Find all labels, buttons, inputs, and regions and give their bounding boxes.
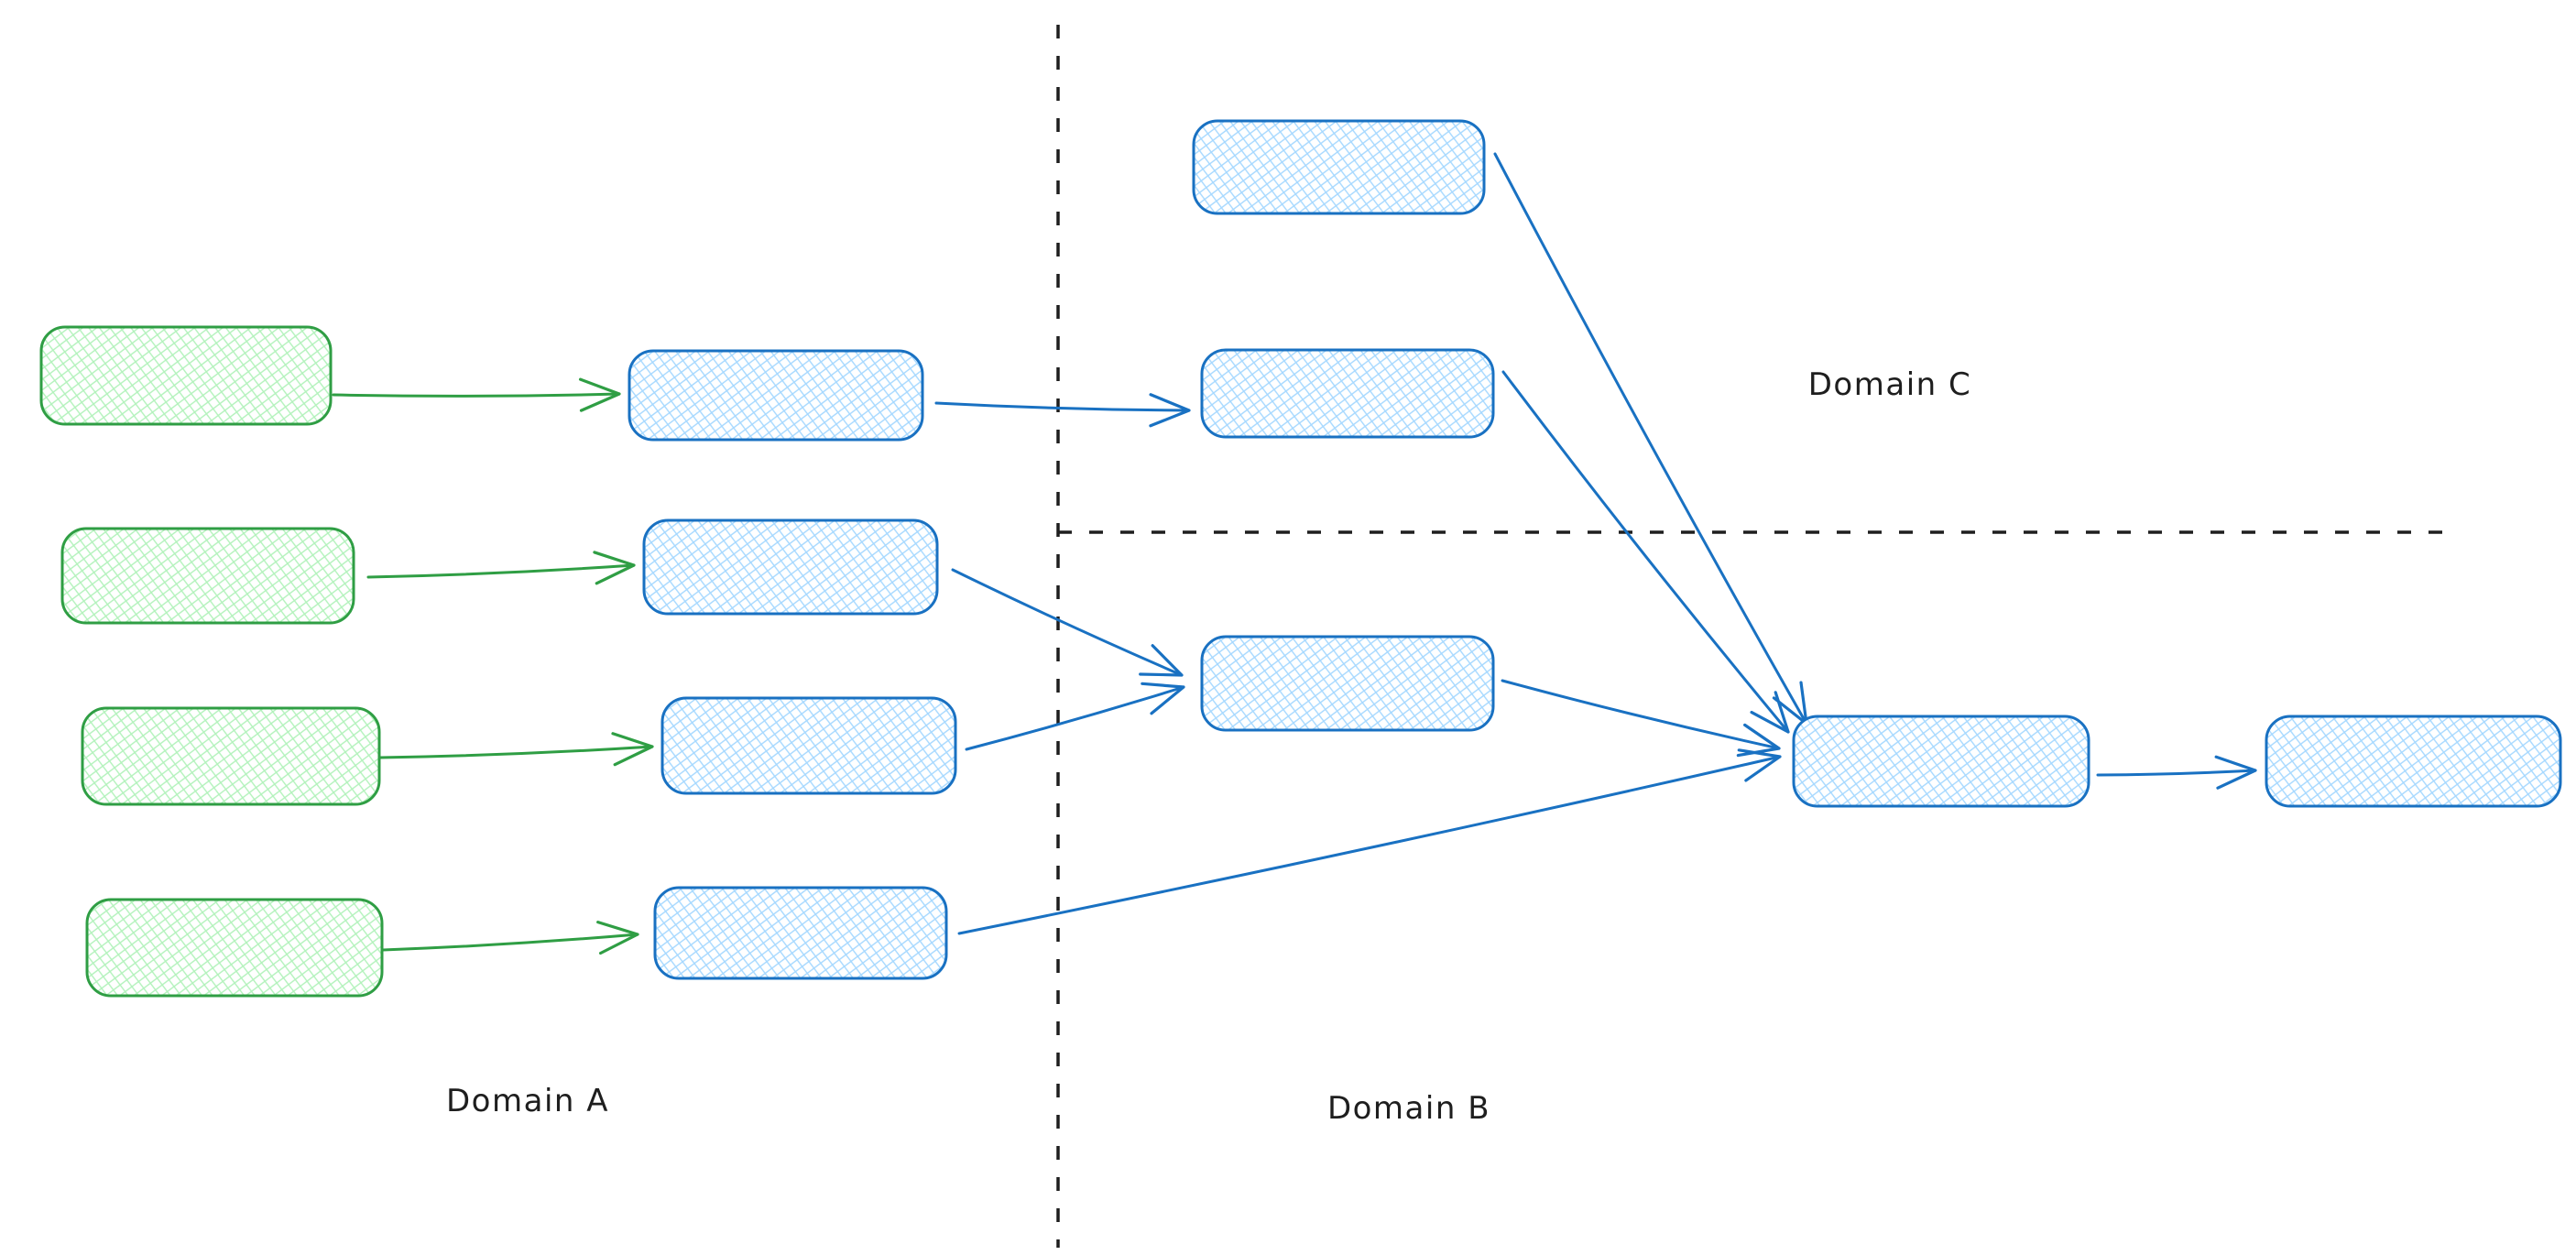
edge-blue-b-lower-to-aggregator [1501, 679, 1781, 758]
domain-c-label: Domain C [1808, 366, 1971, 403]
node-blue-c-top[interactable] [1192, 119, 1486, 215]
node-blue-b-upper[interactable] [1200, 348, 1495, 439]
node-blue-a3[interactable] [660, 696, 957, 795]
labels-layer: Domain A Domain B Domain C [446, 366, 1971, 1127]
node-green-source-1[interactable] [39, 325, 333, 426]
node-blue-a1[interactable] [628, 349, 924, 442]
edge-green-1-to-blue-a1 [332, 377, 621, 412]
node-green-source-3[interactable] [81, 706, 381, 806]
node-green-source-2[interactable] [60, 527, 355, 625]
nodes-layer [39, 119, 2562, 998]
edge-blue-c-top-to-aggregator [1493, 152, 1808, 726]
edge-green-3-to-blue-a3 [378, 732, 654, 767]
edge-green-2-to-blue-a2 [366, 551, 636, 585]
node-blue-output[interactable] [2265, 715, 2562, 808]
edge-blue-b-upper-to-aggregator [1501, 370, 1790, 734]
edge-blue-a3-to-b-lower [965, 682, 1185, 751]
node-blue-aggregator[interactable] [1792, 715, 2090, 808]
node-blue-a4[interactable] [653, 886, 948, 980]
edge-blue-a4-to-aggregator [957, 748, 1782, 935]
domain-b-label: Domain B [1327, 1090, 1490, 1127]
node-blue-b-lower[interactable] [1200, 635, 1495, 732]
edge-green-4-to-blue-a4 [381, 921, 639, 955]
edges-layer [332, 152, 2257, 955]
edge-blue-a2-to-b-lower [951, 568, 1184, 677]
edge-aggregator-to-output [2096, 755, 2257, 790]
node-blue-a2[interactable] [642, 518, 939, 616]
dividers-layer [1056, 25, 2448, 1248]
domain-a-label: Domain A [446, 1083, 609, 1119]
edge-blue-a1-to-b-upper [934, 393, 1191, 428]
node-green-source-4[interactable] [85, 898, 384, 998]
